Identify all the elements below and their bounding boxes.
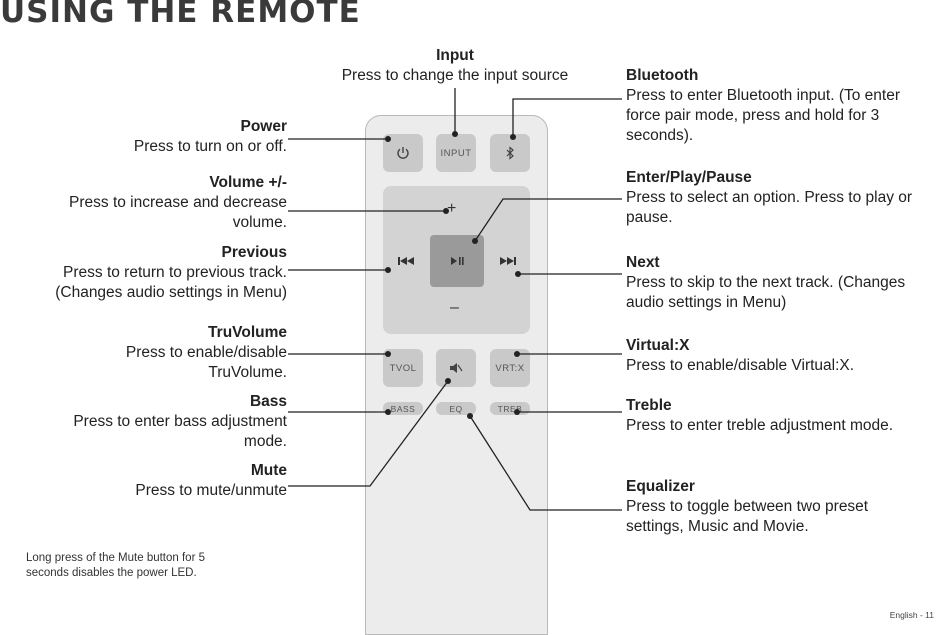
treb-button[interactable]: TREB <box>490 402 530 415</box>
callout-virtualx-desc: Press to enable/disable Virtual:X. <box>626 357 855 374</box>
play-pause-icon <box>451 257 464 265</box>
callout-bass-heading: Bass <box>249 393 287 410</box>
vrtx-button-label: VRT:X <box>495 362 525 374</box>
callout-volume: Volume +/- Press to increase and decreas… <box>40 173 287 233</box>
callout-truvolume-desc: Press to enable/disable TruVolume. <box>125 344 287 381</box>
previous-icon[interactable] <box>397 256 415 266</box>
bass-button[interactable]: BASS <box>383 402 423 415</box>
navigation-pad: + – <box>383 186 530 334</box>
power-icon <box>397 147 409 159</box>
power-button[interactable] <box>383 134 423 172</box>
mute-icon <box>450 363 463 373</box>
callout-equalizer: Equalizer Press to toggle between two pr… <box>626 477 916 537</box>
callout-enter: Enter/Play/Pause Press to select an opti… <box>626 168 931 228</box>
callout-mute-desc: Press to mute/unmute <box>135 482 287 499</box>
page-footer: English - 11 <box>889 610 934 620</box>
bass-button-label: BASS <box>390 403 416 414</box>
callout-input-desc: Press to change the input source <box>341 67 569 84</box>
callout-truvolume: TruVolume Press to enable/disable TruVol… <box>60 323 287 383</box>
callout-previous: Previous Press to return to previous tra… <box>20 243 287 303</box>
callout-mute: Mute Press to mute/unmute <box>60 461 287 501</box>
tvol-button-label: TVOL <box>389 362 417 374</box>
mute-button[interactable] <box>436 349 476 387</box>
callout-enter-heading: Enter/Play/Pause <box>626 169 752 186</box>
enter-play-pause-button[interactable] <box>430 235 484 287</box>
callout-bass-desc: Press to enter bass adjustment mode. <box>73 413 287 450</box>
volume-up-button[interactable]: + <box>447 200 457 217</box>
mute-led-note: Long press of the Mute button for 5 seco… <box>26 552 206 579</box>
callout-previous-heading: Previous <box>221 244 287 261</box>
callout-bluetooth-heading: Bluetooth <box>626 67 699 84</box>
callout-power-desc: Press to turn on or off. <box>133 138 287 155</box>
callout-bluetooth-desc: Press to enter Bluetooth input. (To ente… <box>626 87 900 144</box>
callout-equalizer-desc: Press to toggle between two preset setti… <box>626 498 869 535</box>
page-title: USING THE REMOTE <box>0 0 361 30</box>
callout-bass: Bass Press to enter bass adjustment mode… <box>40 392 287 452</box>
callout-volume-desc: Press to increase and decrease volume. <box>69 194 287 231</box>
callout-bluetooth: Bluetooth Press to enter Bluetooth input… <box>626 66 926 146</box>
vrtx-button[interactable]: VRT:X <box>490 349 530 387</box>
input-button[interactable]: INPUT <box>436 134 476 172</box>
bluetooth-icon <box>506 146 514 160</box>
callout-next-heading: Next <box>626 254 660 271</box>
callout-virtualx: Virtual:X Press to enable/disable Virtua… <box>626 336 926 376</box>
callout-input-heading: Input <box>436 47 474 64</box>
treb-button-label: TREB <box>497 403 523 414</box>
callout-treble-desc: Press to enter treble adjustment mode. <box>626 417 894 434</box>
callout-mute-heading: Mute <box>250 462 287 479</box>
next-icon[interactable] <box>499 256 517 266</box>
callout-next: Next Press to skip to the next track. (C… <box>626 253 926 313</box>
callout-power-heading: Power <box>240 118 287 135</box>
eq-button[interactable]: EQ <box>436 402 476 415</box>
input-button-label: INPUT <box>440 147 472 159</box>
callout-enter-desc: Press to select an option. Press to play… <box>626 189 913 226</box>
volume-down-button[interactable]: – <box>450 299 459 316</box>
remote-control: INPUT + – TVOL <box>365 115 548 635</box>
callout-volume-heading: Volume +/- <box>209 174 287 191</box>
callout-equalizer-heading: Equalizer <box>626 478 695 495</box>
eq-button-label: EQ <box>449 403 463 414</box>
callout-power: Power Press to turn on or off. <box>40 117 287 157</box>
tvol-button[interactable]: TVOL <box>383 349 423 387</box>
callout-treble-heading: Treble <box>626 397 672 414</box>
callout-next-desc: Press to skip to the next track. (Change… <box>626 274 906 311</box>
callout-previous-desc: Press to return to previous track. (Chan… <box>55 264 287 301</box>
callout-truvolume-heading: TruVolume <box>208 324 287 341</box>
bluetooth-button[interactable] <box>490 134 530 172</box>
callout-treble: Treble Press to enter treble adjustment … <box>626 396 896 436</box>
callout-virtualx-heading: Virtual:X <box>626 337 690 354</box>
callout-input: Input Press to change the input source <box>320 46 590 86</box>
